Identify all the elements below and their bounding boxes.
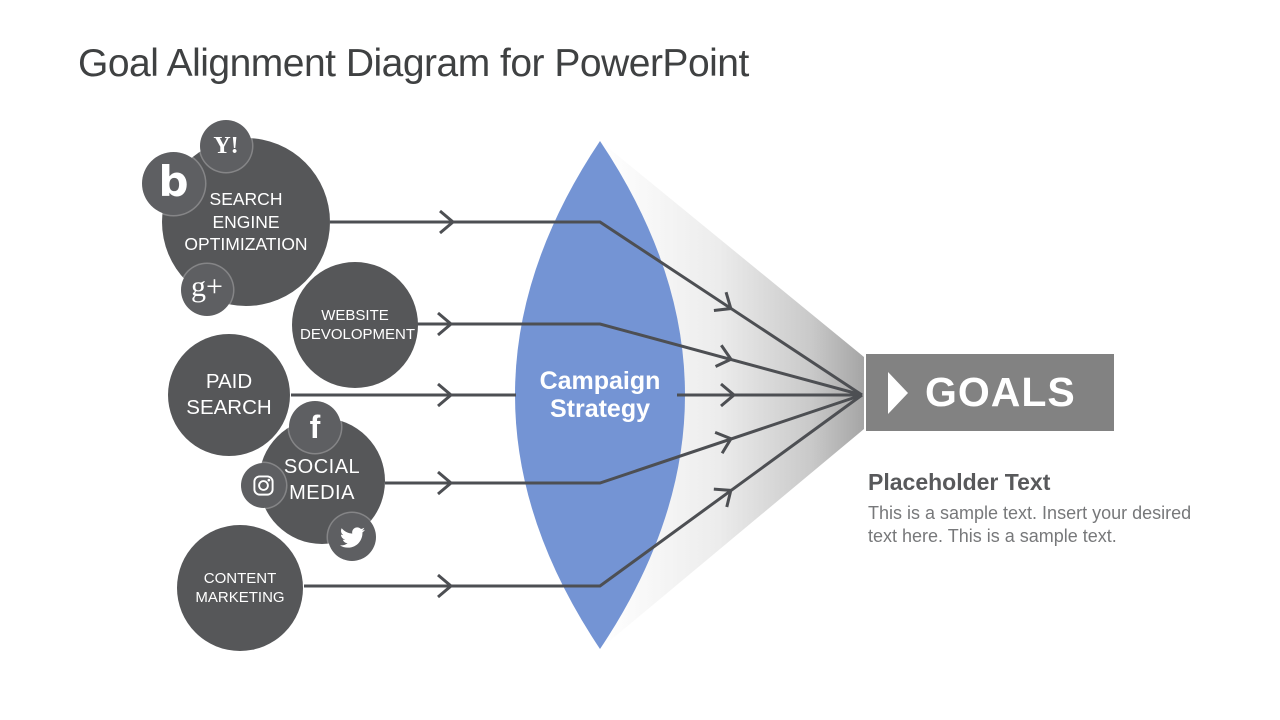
arrowhead — [714, 431, 734, 455]
circle-content-marketing: CONTENT MARKETING — [177, 525, 303, 651]
facebook-icon: f — [289, 401, 341, 453]
campaign-strategy-label: Campaign Strategy — [539, 367, 661, 423]
google-plus-icon: g+ — [181, 264, 233, 316]
yahoo-icon-glyph: Y! — [213, 132, 239, 159]
bing-icon: b — [142, 152, 205, 215]
arrowhead — [437, 573, 454, 599]
instagram-icon — [241, 463, 286, 508]
arrowhead — [439, 209, 456, 235]
placeholder-body: This is a sample text. Insert your desir… — [868, 503, 1192, 546]
twitter-icon — [328, 513, 376, 561]
arrow-content — [304, 393, 863, 588]
circle-paid-label: PAID SEARCH — [186, 369, 272, 419]
bing-icon-glyph: b — [158, 157, 189, 206]
arrow-social — [385, 393, 863, 485]
circle-website-label: WEBSITE DEVOLOPMENT — [300, 306, 416, 343]
arrowhead — [437, 382, 454, 408]
alignment-arrows — [291, 209, 863, 599]
arrowhead — [437, 470, 454, 496]
arrow-website — [417, 322, 863, 397]
facebook-icon-glyph: f — [309, 408, 321, 445]
yahoo-icon: Y! — [200, 120, 252, 172]
circle-content-label: CONTENT MARKETING — [195, 569, 285, 606]
arrowhead — [713, 487, 733, 508]
goals-banner: GOALS — [866, 354, 1114, 431]
circle-paid-search: PAID SEARCH — [168, 334, 290, 456]
circle-seo-label: SEARCH ENGINE OPTIMIZATION — [184, 189, 308, 255]
circle-website-development: WEBSITE DEVOLOPMENT — [292, 262, 418, 388]
play-triangle-icon — [888, 371, 908, 414]
arrow-seo — [330, 220, 863, 397]
arrowhead — [713, 291, 733, 313]
arrowhead — [720, 382, 737, 408]
campaign-strategy-lens — [515, 141, 685, 649]
circle-social-label: SOCIAL MEDIA — [283, 456, 361, 504]
goals-label: GOALS — [925, 369, 1076, 415]
slide-title: Goal Alignment Diagram for PowerPoint — [78, 42, 749, 85]
placeholder-heading: Placeholder Text — [868, 469, 1051, 495]
arrowhead — [437, 311, 454, 337]
google-plus-icon-glyph: g+ — [191, 270, 223, 303]
arrowhead — [714, 344, 734, 368]
